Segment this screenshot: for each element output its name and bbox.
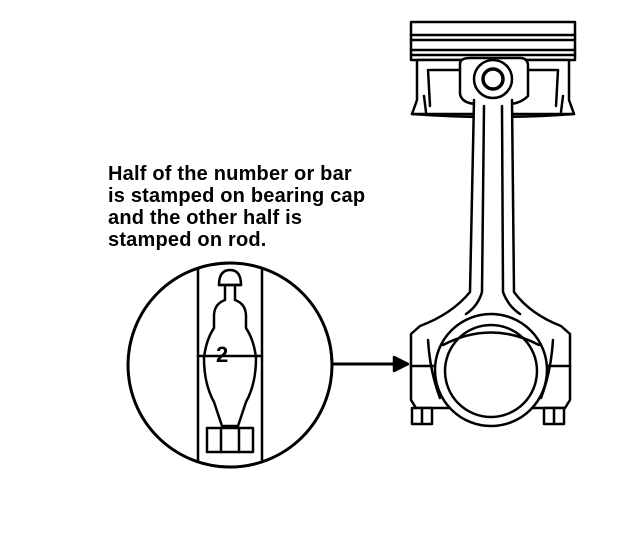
- detail-oil-hole: [219, 270, 241, 285]
- caption-line-2: is stamped on bearing cap: [108, 185, 366, 207]
- piston: [411, 22, 575, 117]
- rod-beam-channel: [466, 106, 520, 314]
- detail-circle-outline: [128, 263, 332, 467]
- rod-big-end-bore-outer: [435, 314, 547, 426]
- caption-line-1: Half of the number or bar: [108, 163, 352, 185]
- detail-pointer-arrow: [332, 357, 408, 371]
- connecting-rod: [411, 100, 570, 426]
- caption-line-4: stamped on rod.: [108, 229, 267, 251]
- wrist-pin-outer: [474, 60, 512, 98]
- detail-cap-nut: [207, 428, 253, 452]
- stamp-number: 2: [216, 342, 229, 367]
- rod-big-end-boss-left: [428, 340, 440, 398]
- arrow-head: [394, 357, 408, 371]
- piston-notch-left: [424, 96, 426, 112]
- magnified-detail: [128, 262, 332, 467]
- piston-notch-right: [561, 96, 563, 112]
- rod-bearing-shell-edge: [443, 333, 539, 346]
- wrist-pin-inner: [483, 69, 503, 89]
- caption: Half of the number or bar is stamped on …: [108, 163, 408, 251]
- caption-line-3: and the other half is: [108, 207, 303, 229]
- rod-big-end-bore-inner: [445, 325, 537, 417]
